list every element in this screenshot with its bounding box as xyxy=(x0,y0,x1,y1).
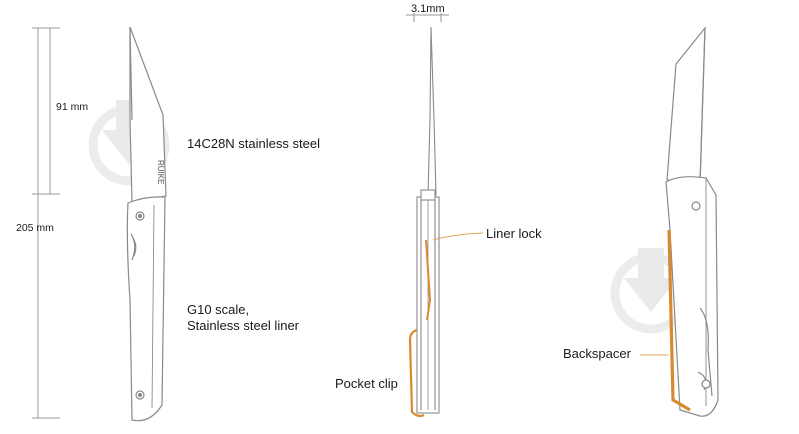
blade-thickness-label: 3.1mm xyxy=(411,3,445,15)
leader-lines xyxy=(432,232,668,356)
dimension-lines xyxy=(32,27,60,419)
backspacer-callout: Backspacer xyxy=(563,346,631,361)
knife-back-view xyxy=(665,26,719,417)
pocket-clip-accent xyxy=(408,328,425,418)
liner-lock-callout: Liner lock xyxy=(486,226,542,241)
brand-mark: RUIKE xyxy=(156,160,165,184)
knife-spine-view xyxy=(406,13,449,414)
liner-lock-accent xyxy=(425,239,432,321)
knife-side-view xyxy=(126,26,167,422)
overall-length-label: 205 mm xyxy=(16,222,54,234)
watermark-icon xyxy=(88,100,170,186)
blade-material-callout: 14C28N stainless steel xyxy=(187,136,320,151)
blade-length-label: 91 mm xyxy=(56,101,89,113)
handle-material-callout-line1: G10 scale, xyxy=(187,302,250,317)
pocket-clip-callout: Pocket clip xyxy=(335,376,398,391)
backspacer-accent xyxy=(667,229,691,412)
handle-material-callout-line2: Stainless steel liner xyxy=(187,318,299,333)
